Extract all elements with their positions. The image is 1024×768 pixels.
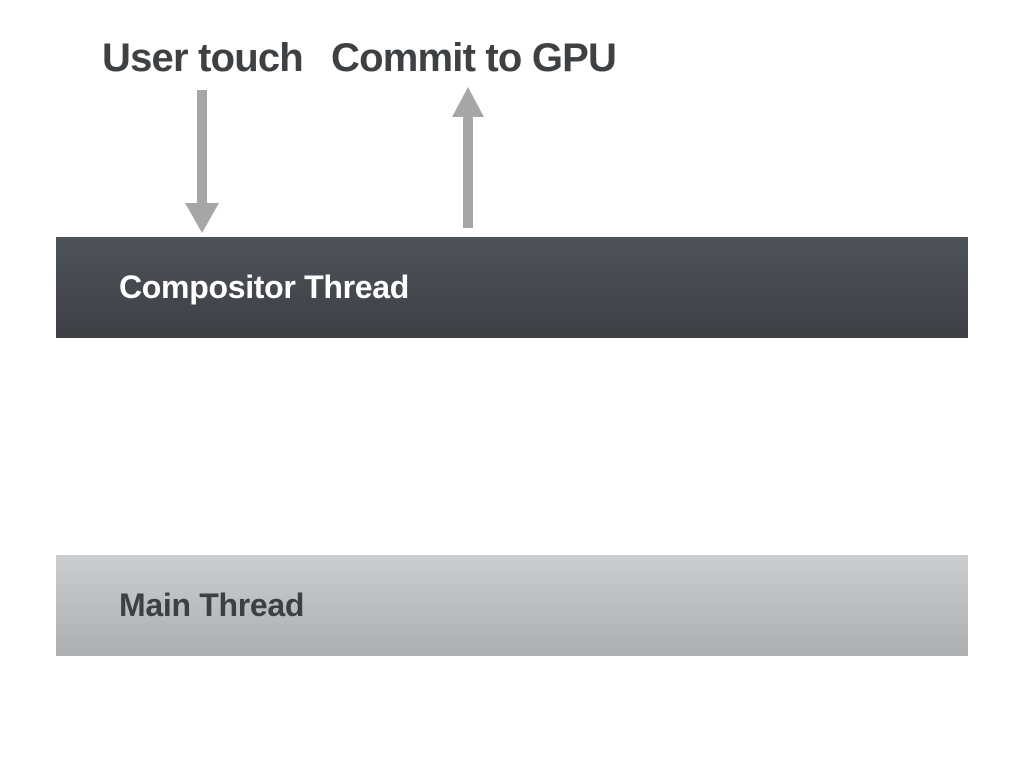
- up-arrowhead-icon: [452, 87, 484, 117]
- compositor-thread-label: Compositor Thread: [119, 269, 410, 305]
- up-arrow-shaft: [463, 117, 473, 228]
- user-touch-label: User touch: [102, 36, 304, 80]
- up-arrow-icon: [452, 87, 484, 228]
- down-arrow-icon: [185, 90, 219, 233]
- main-thread-label: Main Thread: [119, 587, 305, 623]
- down-arrow-shaft: [197, 90, 207, 203]
- commit-to-gpu-label: Commit to GPU: [331, 36, 617, 80]
- compositor-thread-bar: Compositor Thread: [56, 237, 968, 338]
- main-thread-bar: Main Thread: [56, 555, 968, 656]
- down-arrowhead-icon: [185, 203, 219, 233]
